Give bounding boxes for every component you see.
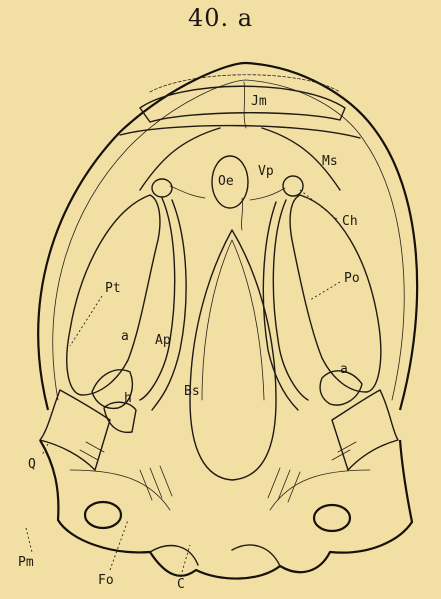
label-vp: Vp xyxy=(258,165,274,178)
label-ms: Ms xyxy=(322,155,338,168)
label-fo: Fo xyxy=(98,574,114,587)
label-bs: Bs xyxy=(184,385,200,398)
skull-base xyxy=(40,440,412,579)
skull-roof-outline xyxy=(38,63,417,410)
left-quadrate-wing xyxy=(40,390,110,470)
label-a-right: a xyxy=(340,363,348,376)
label-jm: Jm xyxy=(251,95,267,108)
right-quadrate-wing xyxy=(332,390,398,470)
label-pt: Pt xyxy=(105,282,121,295)
transverse-suture xyxy=(120,126,360,138)
label-ap: Ap xyxy=(155,334,171,347)
skull-base-inner xyxy=(70,470,370,510)
ch-nodule-right xyxy=(283,176,303,196)
leader-fo xyxy=(110,520,128,570)
leader-pm xyxy=(26,528,32,552)
label-a-left: a xyxy=(121,330,129,343)
leader-pt xyxy=(70,296,102,346)
left-palatine-arm xyxy=(140,198,186,410)
fo-foramen-right xyxy=(314,505,350,531)
jm-plate xyxy=(140,86,345,122)
median-suture xyxy=(241,82,246,230)
skull-roof-inner-line xyxy=(53,80,404,400)
ch-nodule-left xyxy=(152,179,172,197)
label-po: Po xyxy=(344,272,360,285)
label-h: h xyxy=(124,392,132,405)
bs-bone xyxy=(190,230,276,480)
label-q: Q xyxy=(28,458,36,471)
right-lateral-fossa xyxy=(290,195,381,392)
label-ch: Ch xyxy=(342,215,358,228)
leader-po xyxy=(310,282,340,300)
frontal-suture xyxy=(140,128,340,190)
label-c: C xyxy=(177,578,185,591)
bs-inner xyxy=(202,240,264,400)
right-palatine-arm xyxy=(263,200,308,410)
label-oe: Oe xyxy=(218,175,234,188)
leader-ch xyxy=(300,190,338,220)
condyle xyxy=(150,545,280,566)
label-pm: Pm xyxy=(18,556,34,569)
fo-foramen-left xyxy=(85,502,121,528)
